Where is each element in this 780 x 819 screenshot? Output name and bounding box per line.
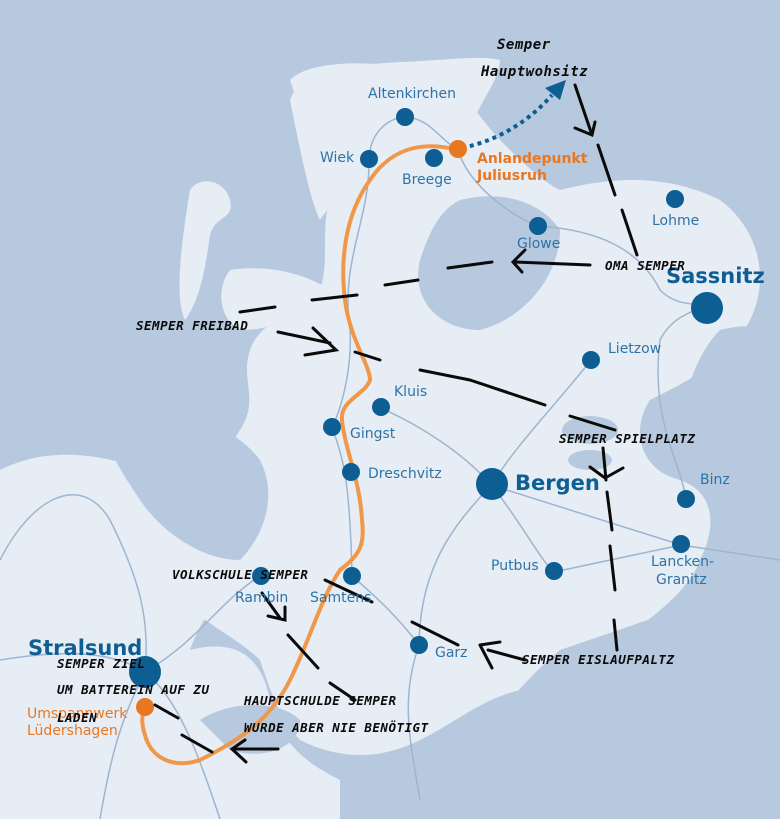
town-label-glowe: Glowe: [517, 236, 561, 252]
town-label-rambin: Rambin: [235, 590, 289, 606]
town-label-sassnitz: Sassnitz: [666, 264, 765, 288]
town-label-breege: Breege: [402, 172, 452, 188]
annotation-nie-benoetigt: WURDE ABER NIE BENÖTIGT: [244, 720, 429, 735]
annotation-hauptschule-semper: HAUPTSCHULDE SEMPER: [244, 693, 397, 708]
road-network: [0, 116, 780, 819]
annotation-batterien-laden-2: LADEN: [57, 710, 98, 725]
town-label-lohme: Lohme: [652, 213, 700, 229]
island-wittow: [290, 57, 500, 220]
annotation-hauptwohsitz: Hauptwohsitz: [481, 64, 589, 80]
lagoon-south: [420, 580, 780, 819]
town-label-lancken: Lancken-: [651, 554, 715, 570]
town-label-gingst: Gingst: [350, 426, 396, 442]
annotation-semper-freibad: SEMPER FREIBAD: [136, 318, 249, 333]
town-label-lietzow: Lietzow: [608, 341, 662, 357]
landing-point-marker: [449, 140, 467, 158]
town-markers: [129, 108, 723, 688]
town-label-altenkirchen: Altenkirchen: [368, 86, 456, 102]
lake-2: [568, 450, 612, 470]
lagoon-east: [681, 326, 780, 560]
town-label-wiek: Wiek: [320, 150, 355, 166]
island-hiddensee: [179, 181, 231, 320]
lake-1: [562, 416, 618, 444]
annotation-volkschule-semper: VOLKSCHULE SEMPER: [172, 567, 309, 582]
annotation-batterien-laden-1: UM BATTEREIN AUF ZU: [57, 682, 210, 697]
substation-marker: [136, 698, 154, 716]
annotation-semper-eislaufplatz: SEMPER EISLAUFPALTZ: [522, 652, 675, 667]
annotation-oma-semper: OMA SEMPER: [605, 258, 686, 273]
town-label-stralsund: Stralsund: [28, 636, 143, 660]
town-label-kluis: Kluis: [394, 384, 428, 400]
cable-route: [140, 144, 459, 766]
town-label-granitz: Granitz: [656, 572, 707, 588]
substation-label-2: Lüdershagen: [27, 723, 118, 739]
annotation-strokes: [153, 83, 639, 764]
west-land: [221, 268, 330, 330]
annotation-semper: Semper: [497, 37, 551, 53]
landing-point-label-1: Anlandepunkt: [477, 151, 588, 167]
town-label-dreschvitz: Dreschvitz: [368, 466, 442, 482]
landing-point-label-2: Juliusruh: [477, 168, 547, 184]
town-label-putbus: Putbus: [491, 558, 539, 574]
lagoon-west: [107, 412, 269, 560]
town-label-samtens: Samtens: [310, 590, 372, 606]
town-label-garz: Garz: [435, 645, 468, 661]
town-label-binz: Binz: [700, 472, 730, 488]
annotation-semper-spielplatz: SEMPER SPIELPLATZ: [559, 431, 696, 446]
annotation-semper-ziel: SEMPER ZIEL: [57, 656, 146, 671]
substation-label-1: Umspannwerk: [27, 706, 128, 722]
town-label-bergen: Bergen: [515, 471, 600, 495]
offshore-arrowhead-icon: [545, 80, 566, 100]
